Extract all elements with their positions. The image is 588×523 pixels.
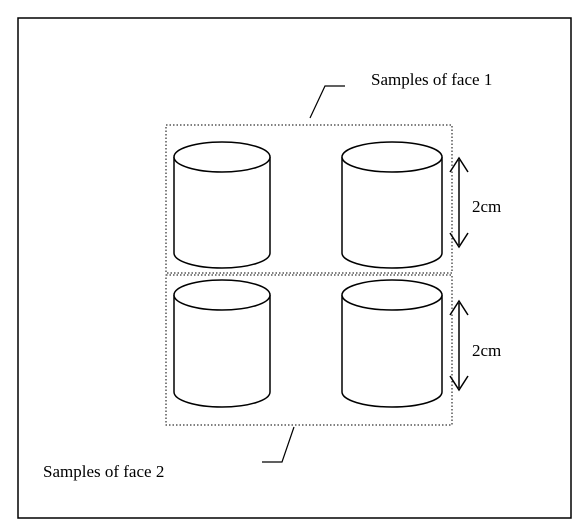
dimension-label-bottom: 2cm (472, 341, 501, 360)
label-samples-face-2: Samples of face 2 (43, 462, 164, 481)
face-2-group-box (165, 274, 453, 426)
cylinder-face2-right (341, 279, 443, 408)
label-samples-face-1: Samples of face 1 (371, 70, 492, 89)
dimension-arrow-top (449, 156, 469, 249)
dimension-arrow-bottom (449, 299, 469, 392)
dimension-label-top: 2cm (472, 197, 501, 216)
cylinder-face2-left (173, 279, 271, 408)
leader-line-face1 (309, 85, 345, 119)
outer-frame (17, 17, 572, 519)
cylinder-face1-left (173, 141, 271, 269)
leader-line-face2 (262, 426, 295, 463)
cylinder-face1-right (341, 141, 443, 269)
